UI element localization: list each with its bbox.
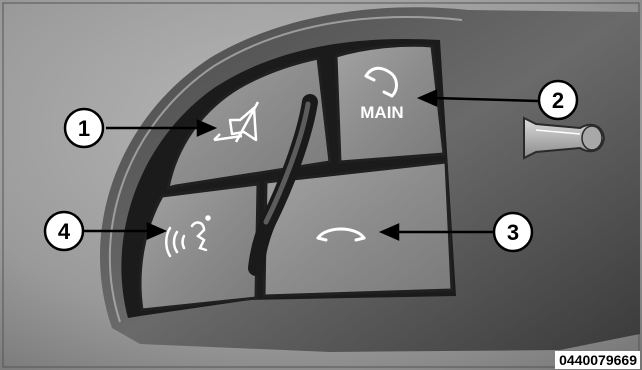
svg-text:4: 4 <box>58 219 71 244</box>
svg-text:2: 2 <box>552 88 564 113</box>
main-label: MAIN <box>360 103 403 122</box>
callout-3: 3 <box>494 213 532 251</box>
voice-command-button[interactable] <box>140 184 258 310</box>
callout-4: 4 <box>45 212 83 250</box>
callout-2: 2 <box>539 81 577 119</box>
svg-text:1: 1 <box>78 116 90 141</box>
svg-text:3: 3 <box>507 220 519 245</box>
figure-id: 0440079669 <box>555 351 640 369</box>
callout-1: 1 <box>65 109 103 147</box>
